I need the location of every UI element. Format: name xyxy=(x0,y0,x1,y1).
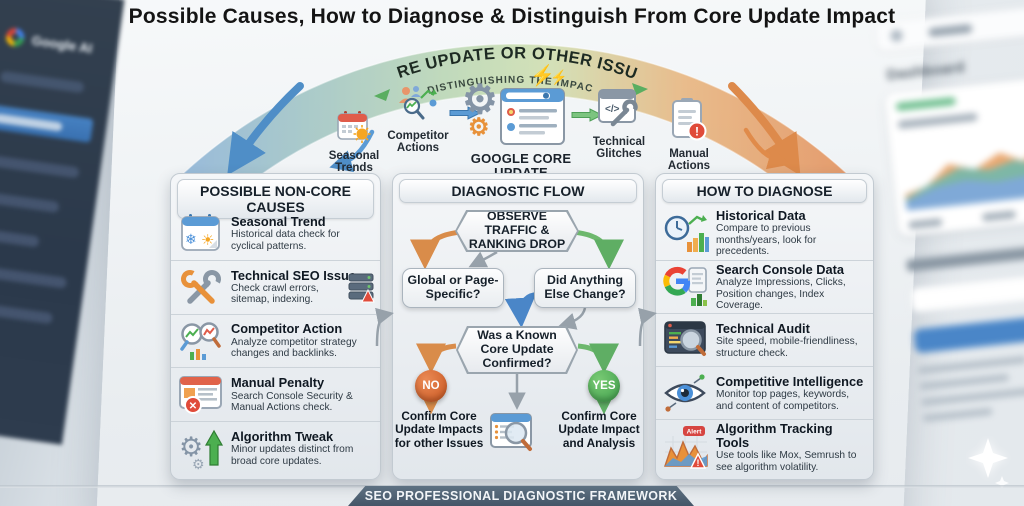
gears-up-arrow-icon: ⚙ ⚙ xyxy=(179,429,224,471)
arc-left-green-arrow-icon xyxy=(374,89,390,101)
flow-node-global-or-page: Global or Page-Specific? xyxy=(402,268,504,308)
eye-icon xyxy=(664,374,706,412)
inner-blue-arrow-icon xyxy=(329,129,375,173)
cause-item-competitor-action: Competitor Action Analyze competitor str… xyxy=(171,313,380,368)
sun-glyph: ☀ xyxy=(201,232,214,249)
background-dashboard: Dashboard xyxy=(843,0,1024,506)
green-right-arrow-icon xyxy=(571,108,604,122)
code-glyph: </> xyxy=(605,104,620,115)
snowflake-glyph: ❄ xyxy=(185,231,197,247)
page-title: Possible Causes, How to Diagnose & Disti… xyxy=(128,5,896,28)
sidebar-item xyxy=(0,191,60,213)
diagnose-item-search-console: Search Console Data Analyze Impressions,… xyxy=(656,259,873,314)
connector-arrow-left xyxy=(375,307,394,347)
diagnose-item-algorithm-tracking: Alert ! Algorithm Tracking Tools Use too… xyxy=(656,419,873,475)
text-bar xyxy=(897,112,978,130)
flow-no-result: Confirm Core Update Impacts for other Is… xyxy=(394,409,484,450)
gear-icon: ⚙ xyxy=(462,78,498,122)
arc-band: CORE UPDATE OR OTHER ISSUE? DISTINGUISHI… xyxy=(150,34,855,180)
cross-glyph: ✕ xyxy=(189,401,197,412)
google-g-chart-icon xyxy=(663,266,707,307)
flow-yes-badge: YES xyxy=(588,370,620,402)
lightning-icon: ⚡ xyxy=(530,65,555,87)
top-item-competitor: Competitor Actions xyxy=(383,84,453,155)
magnifier-charts-icon xyxy=(180,322,221,360)
panel-header: POSSIBLE NON-CORE CAUSES xyxy=(177,179,374,219)
dashboard-primary-button[interactable] xyxy=(913,316,1024,354)
clock-chart-icon xyxy=(664,215,709,253)
flow-no-badge: NO xyxy=(415,370,447,402)
server-warning-icon xyxy=(348,273,375,303)
dashboard-input[interactable] xyxy=(909,267,1024,314)
sidebar-item-active[interactable] xyxy=(0,101,94,143)
diagnose-item-technical-audit: Technical Audit Site speed, mobile-frien… xyxy=(656,313,873,366)
dashboard-section-title xyxy=(906,246,1024,272)
cause-item-algorithm-tweak: ⚙ ⚙ Algorithm Tweak Minor updates distin… xyxy=(171,421,380,475)
axis-label-bar xyxy=(981,210,1017,222)
volatility-chart-alert-icon: Alert ! xyxy=(664,425,708,469)
exclaim-glyph: ! xyxy=(695,125,699,139)
sidebar-item xyxy=(0,228,40,248)
sparkle-icon xyxy=(968,438,1009,488)
top-item-core-update: ⚙ ⚙ ⚡ ⚡ GOOGLE CORE UPDATE xyxy=(462,65,572,180)
cause-item-technical-seo: Technical SEO Issue Check crawl errors, … xyxy=(171,259,380,314)
calendar-seasons-icon: ❄ ☀ xyxy=(181,214,220,252)
mini-area-chart xyxy=(905,133,1024,211)
crossed-wrenches-icon xyxy=(181,270,221,304)
diagnose-item-competitive-intelligence: Competitive Intelligence Monitor top pag… xyxy=(656,366,873,419)
lightning-icon: ⚡ xyxy=(550,69,568,85)
browser-error-icon: ✕ xyxy=(179,375,222,414)
flow-start-node: OBSERVE TRAFFIC & RANKING DROP xyxy=(455,210,579,252)
sidebar-item xyxy=(0,264,68,289)
arc-gradient-band xyxy=(175,43,855,180)
gear-glyph: ⚙ xyxy=(192,456,205,471)
footer-banner: SEO PROFESSIONAL DIAGNOSTIC FRAMEWORK xyxy=(348,486,694,506)
sidebar-app-name: Google AI xyxy=(30,32,94,56)
panel-non-core-causes: POSSIBLE NON-CORE CAUSES ❄ ☀ Seasonal Tr… xyxy=(170,173,381,480)
alert-badge: Alert xyxy=(687,428,703,435)
flow-node-core-update-confirmed: Was a Known Core Update Confirmed? xyxy=(456,326,578,374)
code-magnifier-icon xyxy=(664,321,706,357)
dashboard-title: Dashboard xyxy=(885,58,966,84)
search-icon xyxy=(890,29,904,43)
axis-label-bar xyxy=(908,217,943,230)
connector-arrow-right xyxy=(638,307,657,347)
panel-header: DIAGNOSTIC FLOW xyxy=(399,179,637,203)
flow-yes-result: Confirm Core Update Impact and Analysis xyxy=(558,409,640,450)
google-logo-icon xyxy=(4,27,26,48)
sidebar-item xyxy=(0,70,85,94)
band-blue-arrow-icon xyxy=(227,82,304,176)
serp-browser-icon xyxy=(500,88,565,145)
legend-bar xyxy=(895,96,957,112)
panel-how-to-diagnose: HOW TO DIAGNOSE Historical Data Compare … xyxy=(655,173,874,480)
sidebar-item xyxy=(0,154,80,179)
cause-item-seasonal-trend: ❄ ☀ Seasonal Trend Historical data check… xyxy=(171,207,380,260)
browser-magnifier-icon xyxy=(490,413,532,451)
clipboard-warning-icon: ! xyxy=(672,98,707,141)
panel-header: HOW TO DIAGNOSE xyxy=(662,179,867,203)
competitor-people-magnifier-icon xyxy=(399,86,437,120)
top-item-glitches: </> Technical Glitches xyxy=(588,88,650,161)
panel-diagnostic-flow: DIAGNOSTIC FLOW OBSERVE TRAFFIC & RANKIN… xyxy=(392,173,644,480)
cause-item-manual-penalty: ✕ Manual Penalty Search Console Security… xyxy=(171,367,380,421)
dashboard-text-lines xyxy=(917,346,1024,423)
browser-wrench-icon: </> xyxy=(598,89,638,127)
gear-glyph: ⚙ xyxy=(179,432,203,462)
top-item-manual: ! Manual Actions xyxy=(658,98,720,173)
calendar-sun-icon xyxy=(337,111,371,143)
top-item-seasonal: Seasonal Trends xyxy=(320,110,388,175)
inner-orange-arrow-icon xyxy=(743,127,791,170)
flow-node-else-change: Did Anything Else Change? xyxy=(534,268,636,308)
exclaim-glyph: ! xyxy=(697,458,700,468)
gear-icon: ⚙ xyxy=(468,114,490,141)
blue-right-arrow-icon xyxy=(449,106,482,120)
sidebar-item xyxy=(0,301,54,325)
dashboard-chart-card xyxy=(884,73,1024,237)
diagnose-item-historical-data: Historical Data Compare to previous mont… xyxy=(656,207,873,260)
arc-right-green-arrow-icon xyxy=(632,83,648,95)
